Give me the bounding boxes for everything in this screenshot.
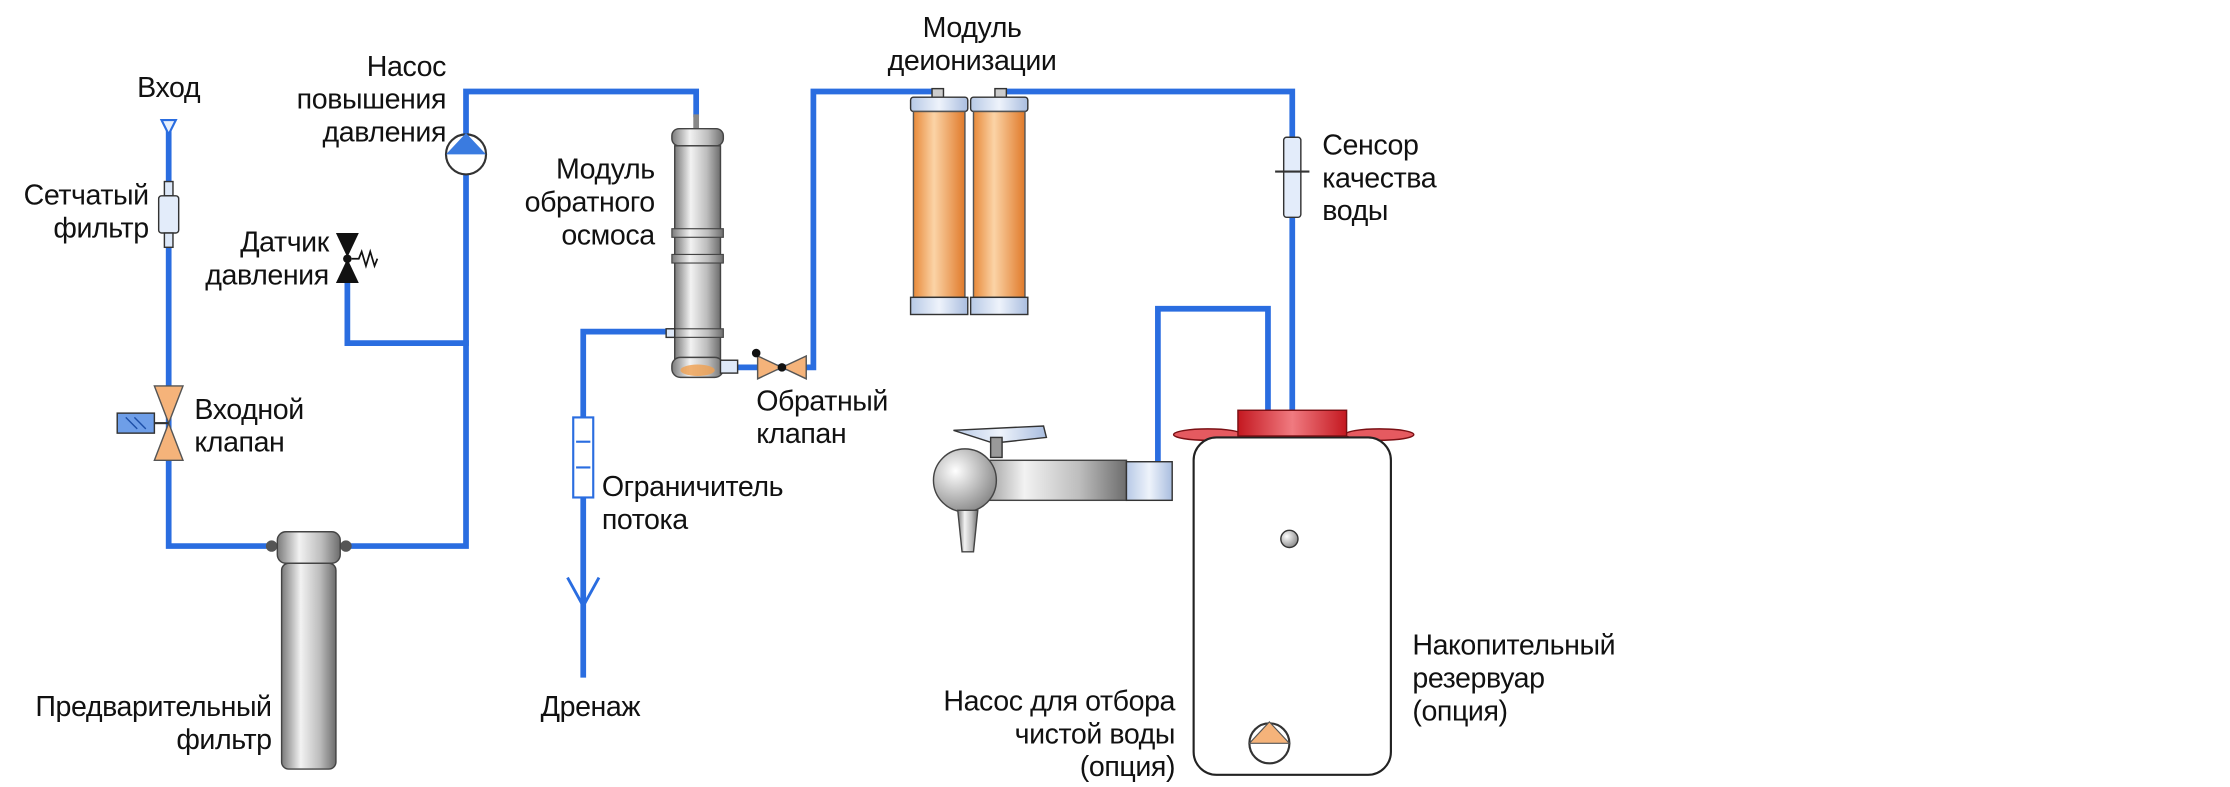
inlet-symbol xyxy=(159,119,178,137)
label-quality-sensor: Сенсор качества воды xyxy=(1322,130,1437,228)
label-pressure-sensor: Датчик давления xyxy=(205,227,329,292)
label-inlet: Вход xyxy=(137,72,201,105)
quality-sensor xyxy=(1275,136,1310,218)
label-ro-module: Модуль обратного осмоса xyxy=(524,154,656,252)
label-deion-module: Модуль деионизации xyxy=(887,12,1057,78)
label-dispense-pump: Насос для отбора чистой воды (опция) xyxy=(943,686,1176,784)
drain-symbol xyxy=(566,576,601,610)
faucet xyxy=(932,425,1173,553)
pressure-sensor xyxy=(335,233,379,284)
label-mesh-filter: Сетчатый фильтр xyxy=(23,180,149,245)
booster-pump xyxy=(444,132,488,176)
label-booster-pump: Насос повышения давления xyxy=(296,51,447,149)
label-drain: Дренаж xyxy=(540,691,641,724)
label-inlet-valve: Входной клапан xyxy=(194,394,304,459)
check-valve xyxy=(751,348,807,380)
ro-membrane-module xyxy=(665,114,739,379)
label-flow-restrictor: Ограничитель потока xyxy=(601,471,784,537)
storage-tank xyxy=(1172,409,1415,776)
inlet-valve xyxy=(116,385,185,462)
label-storage-tank: Накопительный резервуар (опция) xyxy=(1412,630,1616,728)
flow-restrictor xyxy=(572,416,595,499)
mesh-filter xyxy=(157,180,180,249)
dispense-pump xyxy=(1248,721,1291,765)
prefilter-housing xyxy=(265,531,352,770)
deionization-cartridges xyxy=(909,87,1029,316)
label-prefilter: Предварительный фильтр xyxy=(35,691,272,757)
label-check-valve: Обратный клапан xyxy=(756,385,888,451)
